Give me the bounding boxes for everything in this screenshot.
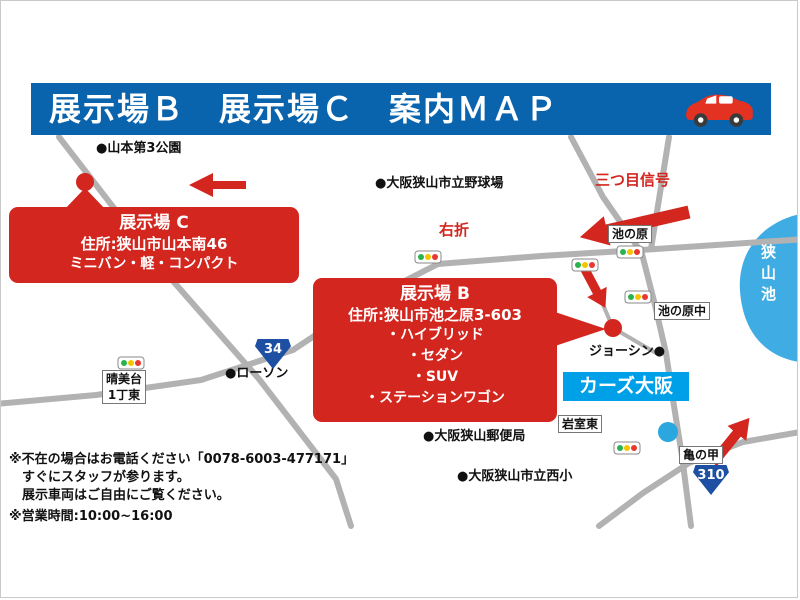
footer-line-phone: ※不在の場合はお電話ください「0078-6003-477171」	[9, 452, 355, 467]
site-b-callout-pointer	[555, 312, 606, 346]
page-title: 展示場Ｂ 展示場Ｃ 案内ＭＡＰ	[49, 90, 560, 128]
ballpark-label: ●大阪狭山市立野球場	[375, 176, 504, 191]
iwamuro-higashi-label: 岩室東	[558, 415, 603, 433]
lake-label: 狭山池	[759, 244, 777, 307]
left-arrow-icon	[189, 173, 246, 197]
post-office-label: ●大阪狭山郵便局	[423, 429, 526, 444]
site-b-callout: 展示場 B 住所:狭山市池之原3-603 ・ハイブリッド ・セダン ・SUV ・…	[313, 278, 557, 422]
site-b-vehicle-4: ・ステーションワゴン	[365, 390, 505, 406]
car-icon	[686, 94, 753, 127]
harumidai-line2: 1丁東	[107, 388, 141, 402]
lawson-label: ●ローソン	[225, 366, 289, 381]
harumidai-label: 晴美台 1丁東	[102, 370, 147, 404]
park-label: ●山本第3公園	[96, 141, 182, 156]
store-marker	[658, 422, 678, 442]
site-c-title: 展示場 C	[119, 213, 189, 233]
footer-line-viewing: 展示車両はご自由にご覧ください。	[22, 488, 230, 503]
header-banner: 展示場Ｂ 展示場Ｃ 案内ＭＡＰ	[31, 83, 771, 135]
site-c-address: 住所:狭山市山本南46	[80, 235, 228, 253]
footer-line-hours: ※営業時間:10:00~16:00	[9, 509, 173, 524]
site-c-callout-pointer	[63, 188, 107, 211]
ikenohara-label: 池の原	[608, 225, 653, 243]
site-b-vehicle-2: ・セダン	[407, 348, 463, 364]
route-number: 310	[697, 468, 725, 483]
lake-shape	[739, 214, 797, 362]
site-b-address: 住所:狭山市池之原3-603	[348, 306, 522, 324]
road-north-branch-east	[648, 134, 672, 252]
site-b-vehicle-1: ・ハイブリッド	[386, 327, 484, 343]
down-to-site-b-arrow-icon	[577, 259, 607, 308]
site-b-title: 展示場 B	[400, 284, 470, 304]
site-b-vehicle-3: ・SUV	[411, 369, 459, 385]
site-c-marker	[76, 173, 94, 191]
site-c-vehicles: ミニバン・軽・コンパクト	[69, 256, 239, 272]
joshin-label: ジョーシン●	[589, 344, 666, 359]
traffic-signal-icon	[613, 441, 641, 455]
traffic-signal-icon	[117, 356, 145, 370]
traffic-signal-icon	[624, 290, 652, 304]
ikenohara-naka-label: 池の原中	[654, 302, 711, 320]
third-signal-label: 三つ目信号	[595, 171, 671, 189]
nishi-elementary-label: ●大阪狭山市立西小	[457, 469, 573, 484]
traffic-signal-icon	[414, 250, 442, 264]
site-b-marker	[604, 319, 622, 337]
store-name-box: カーズ大阪	[563, 372, 689, 401]
footer-line-staff: すぐにスタッフが参ります。	[22, 470, 190, 485]
traffic-signal-icon	[571, 258, 599, 272]
site-c-callout: 展示場 C 住所:狭山市山本南46 ミニバン・軽・コンパクト	[9, 207, 299, 283]
turn-right-label: 右折	[439, 221, 470, 239]
kamenokou-label: 亀の甲	[679, 446, 724, 464]
harumidai-line1: 晴美台	[106, 372, 143, 386]
traffic-signal-icon	[616, 245, 644, 259]
route-number: 34	[263, 342, 283, 357]
footer-notes: ※不在の場合はお電話ください「0078-6003-477171」 すぐにスタッフ…	[9, 451, 429, 526]
